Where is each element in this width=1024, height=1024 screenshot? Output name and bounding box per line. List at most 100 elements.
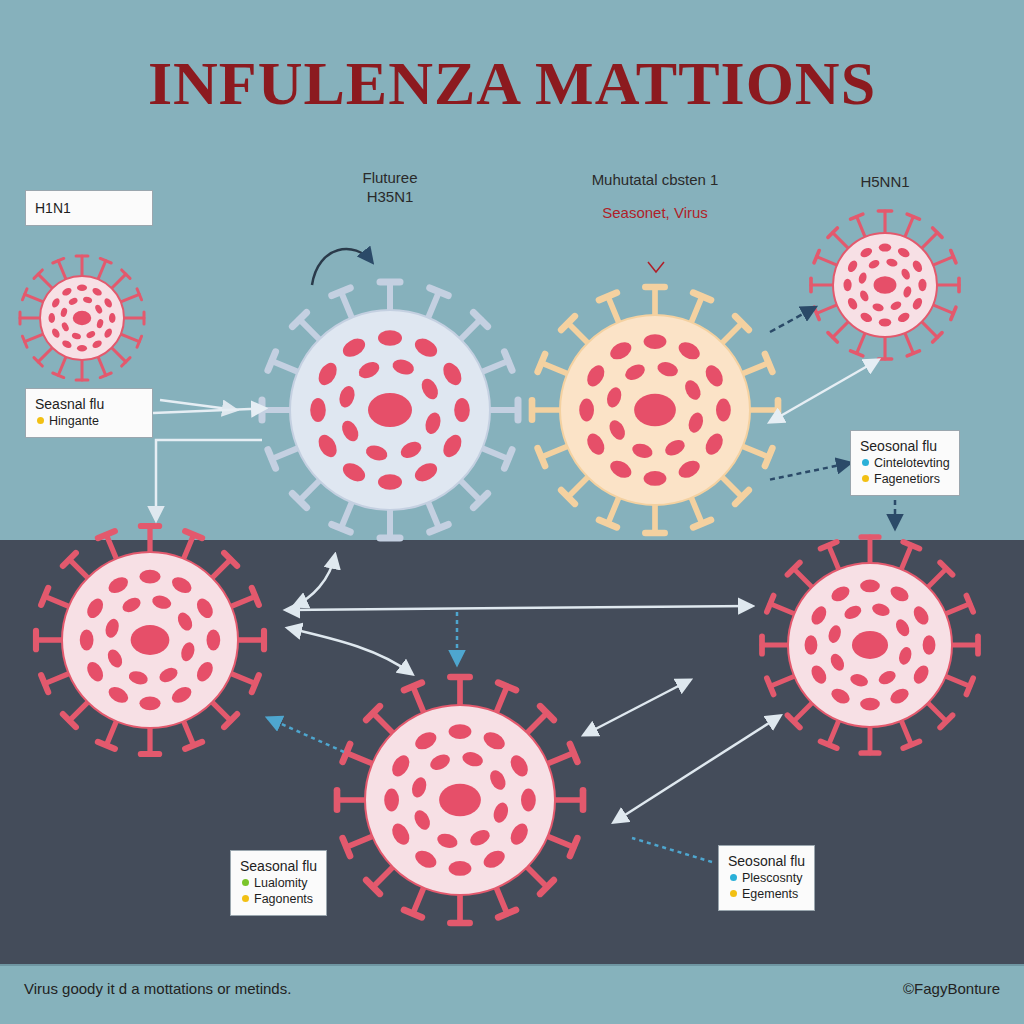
blob: [169, 684, 194, 706]
bullet-dot: [242, 895, 249, 902]
spike: [97, 261, 105, 281]
blob: [584, 431, 608, 458]
blob: [888, 686, 911, 707]
bullet-dot: [730, 890, 737, 897]
blob: [630, 441, 654, 460]
virus-group: [20, 211, 978, 923]
text: Seasnal flu: [35, 396, 104, 412]
spike-cap: [98, 531, 115, 538]
blob: [61, 339, 73, 350]
spike: [817, 257, 840, 266]
blob: [411, 808, 433, 833]
spike-cap: [252, 588, 259, 605]
virus: [337, 677, 583, 923]
spike-cap: [19, 312, 22, 324]
text: Seasonet, Virus: [602, 204, 708, 221]
spike-cap: [224, 553, 237, 566]
core: [131, 625, 170, 655]
box-item: Plescosnty: [728, 870, 805, 886]
spike-cap: [473, 312, 487, 326]
bottom-panel: [0, 540, 1024, 965]
blob: [879, 244, 891, 252]
blob: [896, 311, 911, 324]
spike-cap: [975, 636, 981, 653]
blob: [315, 432, 341, 461]
blob: [461, 750, 485, 769]
bullet-dot: [862, 475, 869, 482]
spike: [119, 294, 139, 302]
blob: [828, 652, 847, 673]
blob: [410, 775, 429, 799]
virus-body: [833, 233, 937, 337]
blob: [412, 729, 439, 753]
blob: [378, 330, 402, 346]
spike: [81, 358, 84, 380]
blob: [91, 286, 103, 297]
spike-cap: [137, 289, 142, 300]
blob: [339, 418, 362, 444]
spike: [934, 283, 959, 286]
spike-cap: [98, 742, 115, 749]
blob: [860, 698, 880, 711]
spike-cap: [814, 307, 819, 319]
blob: [644, 334, 667, 349]
spike-cap: [100, 373, 111, 378]
blob: [449, 724, 472, 739]
blob: [106, 574, 131, 596]
spike-cap: [366, 706, 380, 720]
footer-band: [0, 965, 1024, 1024]
spike: [904, 331, 913, 354]
blob: [481, 847, 508, 871]
spike-cap: [951, 307, 956, 319]
spike: [811, 283, 836, 286]
blob: [487, 768, 509, 793]
text: Fagonents: [254, 892, 313, 906]
spike-cap: [940, 562, 952, 574]
blob: [77, 284, 87, 291]
footer-rule: [0, 964, 1024, 966]
blob: [808, 604, 829, 627]
spike-cap: [53, 258, 64, 263]
blob: [60, 307, 68, 318]
spike-cap: [957, 278, 961, 291]
blob: [676, 457, 703, 481]
blob: [364, 443, 389, 463]
box-item: Lualomity: [240, 875, 317, 891]
blob: [454, 398, 470, 422]
spike-cap: [735, 316, 749, 330]
blob: [897, 646, 914, 667]
spike-cap: [759, 636, 765, 653]
text: Cintelotevting: [874, 456, 950, 470]
blob: [872, 302, 885, 312]
blob: [923, 635, 936, 655]
virus-body: [290, 310, 490, 510]
dashed-arrow: [456, 612, 459, 664]
spike-cap: [515, 400, 522, 420]
blob: [103, 617, 121, 639]
blob: [826, 624, 843, 645]
spike-cap: [966, 678, 973, 694]
blob: [829, 686, 852, 707]
blob: [109, 313, 116, 323]
spike-cap: [828, 228, 837, 237]
virus-body: [40, 276, 124, 360]
dashed-arrow: [894, 500, 897, 528]
blob: [579, 399, 594, 422]
blob: [423, 411, 443, 436]
double-arrow: [614, 716, 780, 822]
virus-heading: Muhutatal cbsten 1: [592, 170, 719, 189]
blob: [440, 432, 466, 461]
text: Egements: [742, 887, 798, 901]
spike-cap: [540, 880, 554, 894]
blob: [849, 672, 870, 689]
box-item: Cintelotevting: [860, 455, 950, 471]
spike-cap: [404, 910, 422, 917]
core: [73, 311, 91, 325]
connector: [770, 463, 850, 480]
box-item: Fagenetiors: [860, 471, 950, 487]
core: [852, 631, 888, 659]
blob: [860, 580, 880, 593]
spike-cap: [498, 683, 516, 690]
